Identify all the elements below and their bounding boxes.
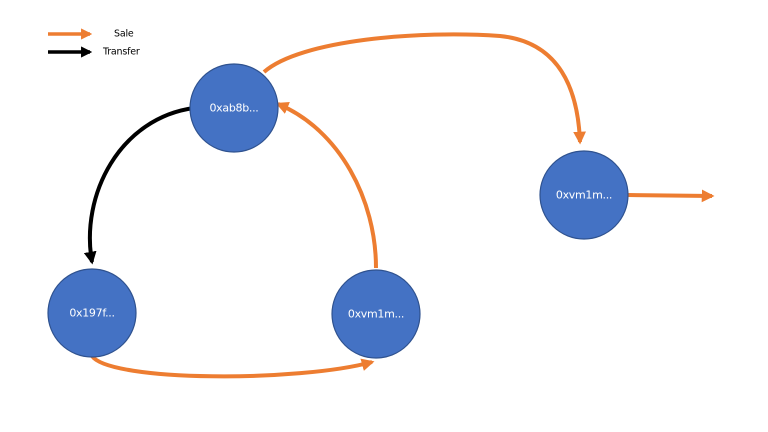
legend: Sale Transfer: [48, 28, 140, 58]
node-top-circle: [189, 63, 279, 153]
node-left[interactable]: 0x197f...: [47, 268, 137, 358]
node-right-circle: [539, 150, 629, 240]
edges: [83, 32, 715, 379]
legend-sale-label: Sale: [114, 29, 134, 40]
edge-sale-left-to-bottom-right: [90, 354, 375, 379]
node-left-label: 0x197f...: [69, 307, 114, 320]
edge-transfer-top-to-left: [83, 106, 195, 265]
node-right[interactable]: 0xvm1m...: [539, 150, 629, 240]
nodes: 0xab8b... 0x197f... 0xvm1m... 0xvm1m...: [47, 63, 629, 359]
legend-transfer-label: Transfer: [102, 47, 140, 58]
node-left-circle: [47, 268, 137, 358]
node-right-label: 0xvm1m...: [556, 189, 612, 202]
node-bottom-right[interactable]: 0xvm1m...: [331, 269, 421, 359]
edge-sale-top-to-right: [262, 32, 586, 145]
node-top-label: 0xab8b...: [209, 102, 258, 115]
edge-sale-right-outgoing: [627, 189, 715, 203]
node-bottom-right-label: 0xvm1m...: [348, 308, 404, 321]
edge-sale-bottom-right-to-top: [275, 102, 378, 269]
node-bottom-right-circle: [331, 269, 421, 359]
node-top[interactable]: 0xab8b...: [189, 63, 279, 153]
